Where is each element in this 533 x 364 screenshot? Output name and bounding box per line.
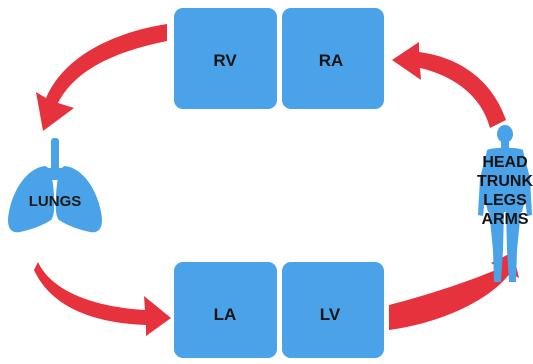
la-chamber xyxy=(174,262,277,358)
right-heart: RV RA xyxy=(174,8,384,109)
left-heart: LA LV xyxy=(174,262,384,358)
body-labels: HEAD TRUNK LEGS ARMS xyxy=(477,154,533,228)
arrow-rv-to-lungs xyxy=(36,24,167,131)
body-label-legs: LEGS xyxy=(483,192,527,209)
rv-chamber xyxy=(174,8,277,109)
arrow-lungs-to-la xyxy=(34,262,171,336)
body-label-arms: ARMS xyxy=(481,211,528,228)
body-label-head: HEAD xyxy=(482,154,527,171)
lv-label: LV xyxy=(320,305,341,324)
lv-chamber xyxy=(282,262,384,358)
lungs-icon: LUNGS xyxy=(8,138,102,233)
arrow-body-to-ra xyxy=(392,42,506,128)
la-label: LA xyxy=(214,305,237,324)
ra-label: RA xyxy=(319,51,344,70)
body-label-trunk: TRUNK xyxy=(477,173,533,190)
arrow-lv-to-body xyxy=(389,252,519,330)
lungs-label: LUNGS xyxy=(29,193,82,210)
ra-chamber xyxy=(282,8,384,109)
human-body-icon xyxy=(478,125,532,282)
rv-label: RV xyxy=(213,51,237,70)
